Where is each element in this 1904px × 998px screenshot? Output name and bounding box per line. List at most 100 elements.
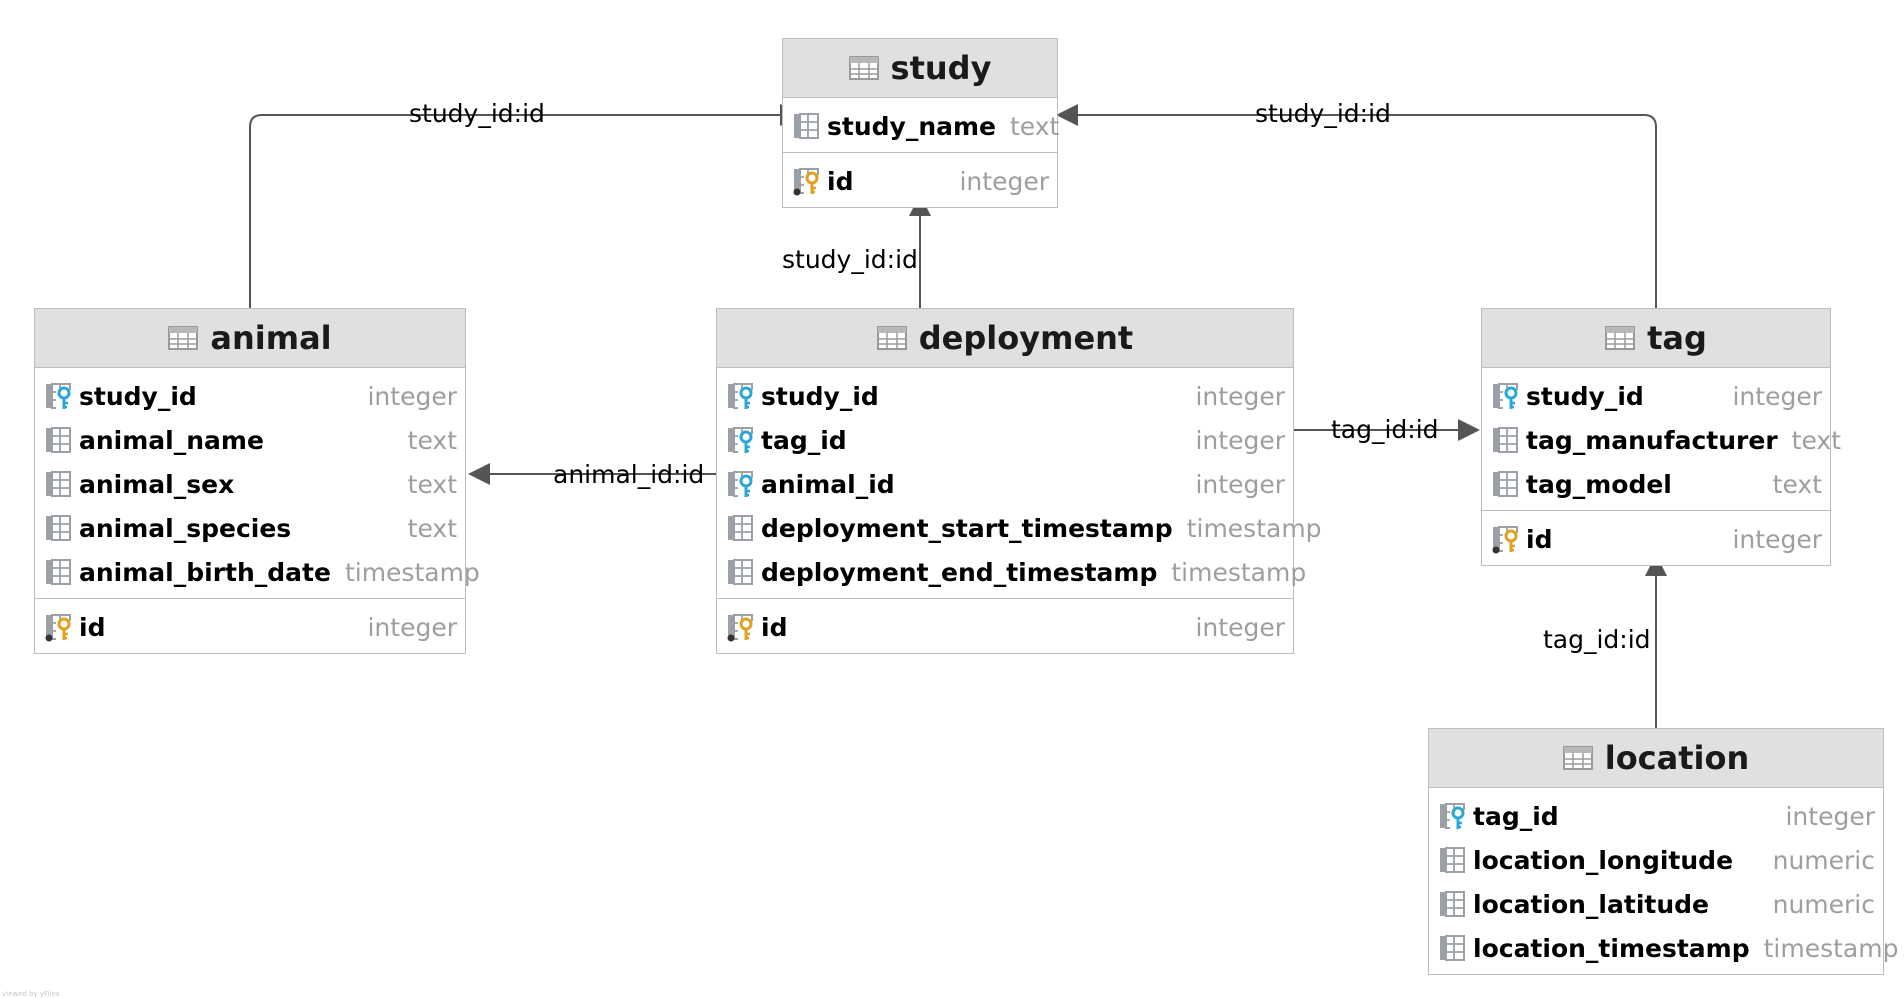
- edge-tag-study: [1078, 114, 1657, 308]
- foreign-key-icon: [46, 383, 72, 410]
- table-icon: [848, 56, 879, 80]
- column-name: animal_birth_date: [79, 557, 331, 587]
- column-name: id: [1526, 524, 1553, 554]
- column-name: deployment_end_timestamp: [761, 557, 1158, 587]
- column-type: integer: [1785, 801, 1875, 831]
- column-row-animal-birth-date[interactable]: animal_birth_date timestamp: [35, 550, 480, 594]
- column-name: study_id: [79, 381, 197, 411]
- column-name: study_id: [1526, 381, 1644, 411]
- column-name: animal_sex: [79, 469, 235, 499]
- column-name: deployment_start_timestamp: [761, 513, 1173, 543]
- column-name: study_name: [827, 111, 996, 141]
- foreign-key-icon: [1440, 803, 1466, 830]
- column-icon: [1493, 427, 1518, 453]
- table-header[interactable]: tag: [1482, 309, 1830, 368]
- column-icon: [46, 515, 71, 541]
- column-row-id[interactable]: id integer: [1482, 517, 1830, 561]
- column-name: animal_id: [761, 469, 895, 499]
- table-header[interactable]: location: [1429, 729, 1883, 788]
- column-icon: [794, 113, 819, 139]
- table-header[interactable]: study: [783, 39, 1057, 98]
- column-name: id: [79, 612, 106, 642]
- keys-section: id integer: [35, 598, 465, 653]
- column-row-study-id[interactable]: study_id integer: [35, 374, 465, 418]
- column-row-tag-id[interactable]: tag_id integer: [1429, 794, 1883, 838]
- column-name: animal_species: [79, 513, 292, 543]
- primary-key-icon: [45, 614, 72, 642]
- column-name: id: [827, 166, 854, 196]
- column-name: id: [761, 612, 788, 642]
- column-icon: [1440, 847, 1465, 873]
- column-name: animal_name: [79, 425, 264, 455]
- column-icon: [728, 559, 753, 585]
- foreign-key-icon: [728, 471, 754, 498]
- primary-key-icon: [1492, 526, 1519, 554]
- column-type: text: [1010, 111, 1060, 141]
- column-type: integer: [367, 381, 457, 411]
- edge-label-deployment-tag: tag_id:id: [1331, 415, 1439, 444]
- table-icon: [876, 326, 907, 350]
- column-name: tag_model: [1526, 469, 1672, 499]
- keys-section: id integer: [1482, 510, 1830, 565]
- column-icon: [46, 427, 71, 453]
- foreign-key-icon: [728, 383, 754, 410]
- edge-label-animal-study: study_id:id: [409, 99, 545, 128]
- column-name: tag_id: [761, 425, 847, 455]
- table-header[interactable]: deployment: [717, 309, 1293, 368]
- column-type: numeric: [1772, 845, 1875, 875]
- columns-section: study_name text: [783, 98, 1060, 152]
- column-icon: [1440, 935, 1465, 961]
- table-header[interactable]: animal: [35, 309, 465, 368]
- table-icon: [168, 326, 199, 350]
- edge-animal-study: [249, 114, 780, 308]
- column-type: integer: [1732, 524, 1822, 554]
- column-row-animal-name[interactable]: animal_name text: [35, 418, 465, 462]
- column-row-animal-sex[interactable]: animal_sex text: [35, 462, 465, 506]
- column-row-location-latitude[interactable]: location_latitude numeric: [1429, 882, 1883, 926]
- column-name: tag_id: [1473, 801, 1559, 831]
- column-type: text: [1772, 469, 1822, 499]
- column-type: text: [407, 425, 457, 455]
- column-name: location_latitude: [1473, 889, 1709, 919]
- column-type: numeric: [1772, 889, 1875, 919]
- column-row-study-name[interactable]: study_name text: [783, 104, 1060, 148]
- column-type: timestamp: [344, 557, 480, 587]
- column-row-id[interactable]: id integer: [35, 605, 465, 649]
- column-type: timestamp: [1763, 933, 1899, 963]
- table-title: location: [1604, 739, 1750, 777]
- table-title: deployment: [918, 319, 1134, 357]
- column-row-location-longitude[interactable]: location_longitude numeric: [1429, 838, 1883, 882]
- column-type: integer: [367, 612, 457, 642]
- column-name: location_longitude: [1473, 845, 1734, 875]
- column-icon: [1493, 471, 1518, 497]
- table-title: animal: [210, 319, 332, 357]
- column-type: text: [407, 469, 457, 499]
- edge-label-tag-study: study_id:id: [1255, 99, 1391, 128]
- edge-label-deployment-animal: animal_id:id: [553, 460, 705, 489]
- table-icon: [1562, 746, 1593, 770]
- column-row-tag-model[interactable]: tag_model text: [1482, 462, 1830, 506]
- column-icon: [46, 559, 71, 585]
- arrowhead-deployment-animal: [468, 463, 490, 485]
- arrowhead-deployment-tag: [1458, 419, 1480, 441]
